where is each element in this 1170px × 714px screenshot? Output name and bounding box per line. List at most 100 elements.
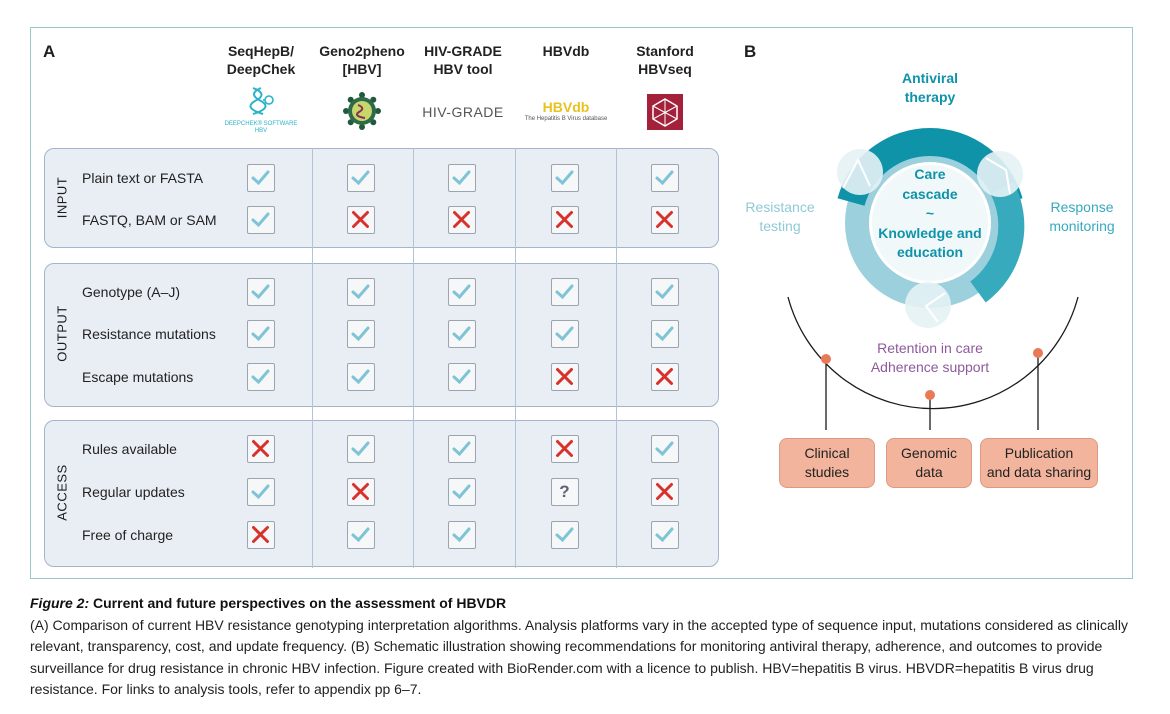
output-box-text: and data sharing bbox=[986, 464, 1092, 480]
cycle-text-line: ~ bbox=[925, 205, 935, 221]
cell-cross bbox=[448, 206, 476, 234]
check-icon bbox=[452, 170, 471, 186]
cell-cross bbox=[247, 435, 275, 463]
cross-icon bbox=[656, 211, 673, 228]
figure-frame bbox=[30, 27, 1133, 579]
check-icon bbox=[555, 170, 574, 186]
cell-cross bbox=[347, 206, 375, 234]
cross-icon bbox=[556, 211, 573, 228]
check-icon bbox=[351, 441, 370, 457]
row-label: Escape mutations bbox=[82, 369, 194, 385]
caption-figure-label: Figure 2: bbox=[30, 595, 90, 611]
check-icon bbox=[655, 441, 674, 457]
deepchek-logo-text: DEEPCHEK® SOFTWARE bbox=[224, 121, 298, 127]
cycle-label-retention: Retention in care Adherence support bbox=[855, 339, 1005, 377]
check-icon bbox=[452, 441, 471, 457]
group-label-input: INPUT bbox=[54, 176, 70, 219]
connector-dot bbox=[925, 390, 935, 400]
output-box-text: Genomic bbox=[900, 445, 958, 461]
row-label: Resistance mutations bbox=[82, 326, 216, 342]
check-icon bbox=[452, 484, 471, 500]
deepchek-logo: DEEPCHEK® SOFTWARE HBV bbox=[209, 86, 313, 135]
output-box-text: Clinical bbox=[804, 445, 850, 461]
cell-check bbox=[651, 521, 679, 549]
cell-check bbox=[448, 164, 476, 192]
cycle-text-line: testing bbox=[759, 218, 801, 234]
output-box-publication: Publication and data sharing bbox=[980, 438, 1098, 488]
check-icon bbox=[351, 369, 370, 385]
cell-check bbox=[551, 278, 579, 306]
cycle-text-line: cascade bbox=[902, 185, 958, 202]
tool-name-line: HBV tool bbox=[433, 61, 493, 77]
cycle-text-line: monitoring bbox=[1049, 218, 1115, 234]
cell-check bbox=[448, 435, 476, 463]
cross-icon bbox=[656, 368, 673, 385]
tool-name-line: Stanford bbox=[636, 43, 694, 59]
check-icon bbox=[251, 369, 270, 385]
cell-check bbox=[347, 278, 375, 306]
arrow-icon bbox=[842, 157, 871, 189]
output-box-text: Publication bbox=[1004, 445, 1074, 461]
cycle-text-line: Knowledge and bbox=[878, 224, 982, 241]
cell-check bbox=[448, 363, 476, 391]
row-label: Plain text or FASTA bbox=[82, 170, 204, 186]
column-separator bbox=[413, 148, 414, 568]
tool-name-stanford: Stanford HBVseq bbox=[613, 42, 717, 78]
cross-icon bbox=[453, 211, 470, 228]
row-label: FASTQ, BAM or SAM bbox=[82, 212, 217, 228]
cell-check bbox=[651, 435, 679, 463]
tool-name-line: SeqHepB/ bbox=[227, 43, 295, 59]
group-label-output: OUTPUT bbox=[54, 305, 70, 362]
tool-name-line: [HBV] bbox=[342, 61, 382, 77]
check-icon bbox=[655, 284, 674, 300]
cell-check bbox=[347, 363, 375, 391]
cell-check bbox=[247, 478, 275, 506]
check-icon bbox=[251, 284, 270, 300]
cell-check bbox=[551, 521, 579, 549]
check-icon bbox=[452, 284, 471, 300]
cell-check bbox=[347, 435, 375, 463]
cycle-text-line: Retention in care bbox=[877, 340, 983, 356]
cell-cross bbox=[551, 363, 579, 391]
cell-check bbox=[551, 164, 579, 192]
cross-icon bbox=[656, 483, 673, 500]
caption-title: Figure 2: Current and future perspective… bbox=[30, 593, 1140, 615]
cycle-label-antiviral-therapy: Antiviral therapy bbox=[880, 69, 980, 107]
output-box-genomic-data: Genomic data bbox=[886, 438, 972, 488]
check-icon bbox=[555, 527, 574, 543]
cross-icon bbox=[252, 526, 269, 543]
cycle-arrow-node bbox=[977, 151, 1023, 197]
check-icon bbox=[452, 527, 471, 543]
cycle-text-line: Response bbox=[1050, 199, 1114, 215]
check-icon bbox=[251, 170, 270, 186]
caption-body: (A) Comparison of current HBV resistance… bbox=[30, 616, 1128, 698]
cell-check bbox=[448, 320, 476, 348]
cell-check bbox=[247, 363, 275, 391]
cell-check bbox=[347, 521, 375, 549]
hivgrade-logo-text: HIV-GRADE bbox=[422, 104, 504, 120]
geno2pheno-logo bbox=[310, 92, 414, 135]
tool-name-seqhepb: SeqHepB/ DeepChek bbox=[209, 42, 313, 78]
panel-a-letter: A bbox=[43, 42, 56, 61]
tool-name-geno2pheno: Geno2pheno [HBV] bbox=[310, 42, 414, 78]
check-icon bbox=[251, 326, 270, 342]
cycle-label-resistance-testing: Resistance testing bbox=[738, 198, 822, 236]
cell-unknown: ? bbox=[551, 478, 579, 506]
check-icon bbox=[351, 326, 370, 342]
tool-name-line: HBVseq bbox=[638, 61, 692, 77]
dna-helix-icon bbox=[249, 87, 274, 115]
cell-cross bbox=[651, 363, 679, 391]
check-icon bbox=[452, 326, 471, 342]
deepchek-logo-subtext: HBV bbox=[254, 128, 268, 134]
cell-cross bbox=[247, 521, 275, 549]
cell-cross bbox=[551, 206, 579, 234]
row-label: Regular updates bbox=[82, 484, 185, 500]
cell-check bbox=[551, 320, 579, 348]
cross-icon bbox=[556, 368, 573, 385]
hivgrade-logo: HIV-GRADE bbox=[411, 104, 515, 122]
output-box-text: data bbox=[915, 464, 943, 480]
hbvdb-logo: HBVdb The Hepatitis B Virus database bbox=[514, 100, 618, 123]
caption-title-text: Current and future perspectives on the a… bbox=[93, 595, 507, 611]
cycle-text-line: therapy bbox=[904, 89, 956, 105]
cell-check bbox=[448, 278, 476, 306]
